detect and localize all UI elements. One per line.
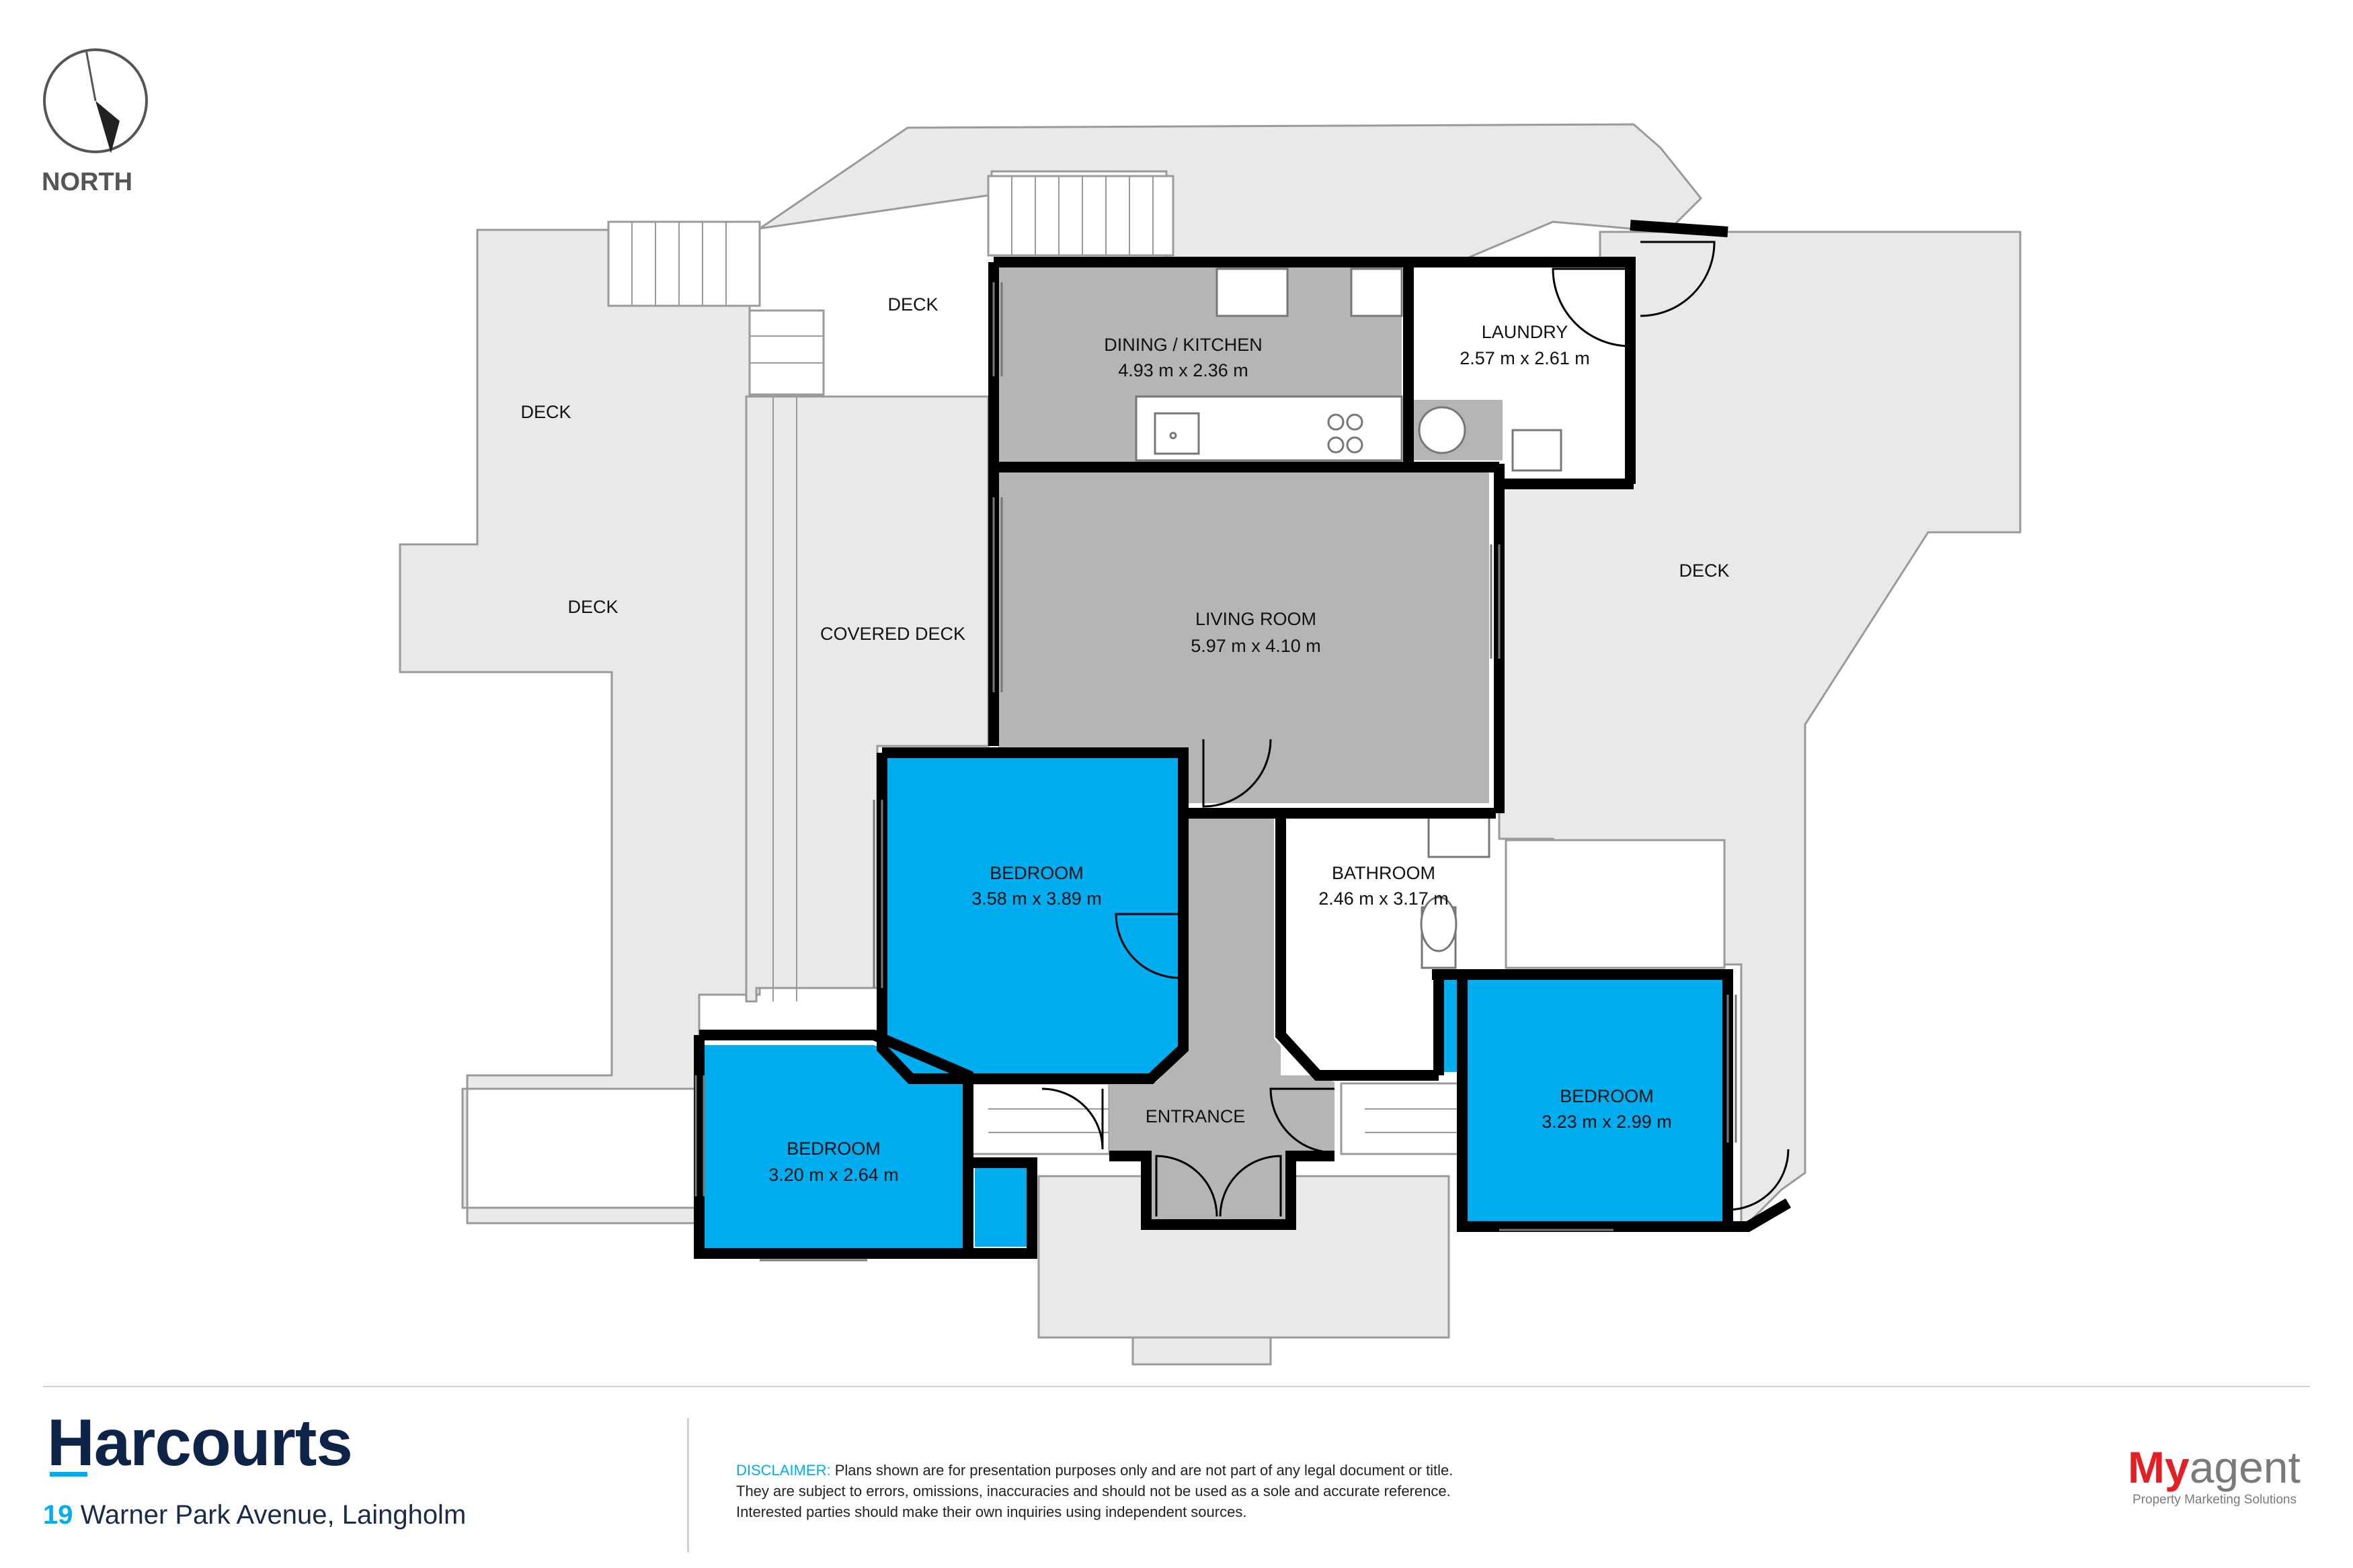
disclaimer-text-1: Plans shown are for presentation purpose… [830,1462,1453,1479]
label-deck-right: DECK [1679,561,1729,581]
deck-top [759,123,1703,260]
myagent-logo-my: My [2128,1442,2190,1492]
label-laundry: LAUNDRY [1482,322,1568,342]
size-bathroom: 2.46 m x 3.17 m [1318,889,1449,909]
myagent-tagline: Property Marketing Solutions [2132,1493,2297,1507]
myagent-logo: Myagent [2128,1445,2301,1489]
size-bedroom-3: 3.23 m x 2.99 m [1542,1112,1672,1132]
disclaimer-lead: DISCLAIMER: [736,1462,831,1479]
fill-bedroom-3-closet [1505,839,1726,969]
kitchen-fixtures [1135,267,1562,969]
label-bedroom-3: BEDROOM [1560,1086,1654,1106]
fill-bedroom-2-wardrobe [975,1163,1029,1247]
footer-divider [43,1386,2310,1387]
disclaimer-line-1: DISCLAIMER: Plans shown are for presenta… [736,1460,1610,1481]
fill-bedroom-3 [1462,975,1724,1227]
harcourts-logo-accent [50,1472,87,1477]
label-living-room: LIVING ROOM [1195,609,1316,629]
disclaimer-line-2: They are subject to errors, omissions, i… [736,1483,1451,1499]
stairs [607,175,1460,1155]
label-covered-deck: COVERED DECK [820,624,965,644]
size-bedroom-1: 3.58 m x 3.89 m [971,889,1102,909]
footer-separator [687,1418,689,1553]
stair-treads [631,176,1459,1133]
disclaimer: DISCLAIMER: Plans shown are for presenta… [736,1460,1610,1522]
label-bathroom: BATHROOM [1332,863,1435,883]
windows [694,282,1737,1262]
north-label: NORTH [42,168,133,196]
compass-arrow-icon [95,101,120,153]
deck-areas [399,123,2022,1366]
size-bedroom-2: 3.20 m x 2.64 m [768,1165,899,1185]
label-bedroom-2: BEDROOM [787,1139,881,1159]
size-living-room: 5.97 m x 4.10 m [1191,636,1321,656]
fill-bedroom-1 [882,753,1180,1075]
size-dining-kitchen: 4.93 m x 2.36 m [1118,360,1248,380]
label-entrance: ENTRANCE [1146,1106,1246,1126]
myagent-logo-agent: agent [2189,1442,2301,1492]
label-dining-kitchen: DINING / KITCHEN [1104,335,1263,355]
fill-bedroom-1-wardrobe [1066,756,1180,807]
harcourts-logo: Harcourts [47,1405,353,1479]
porch-step [1131,1336,1272,1366]
size-laundry: 2.57 m x 2.61 m [1460,348,1590,368]
label-deck-left-lower: DECK [567,597,618,617]
label-bedroom-1: BEDROOM [990,863,1084,883]
address-number: 19 [43,1500,73,1530]
disclaimer-line-3: Interested parties should make their own… [736,1503,1247,1520]
room-labels: DECK DECK DECK COVERED DECK DECK DINING … [520,294,1729,1185]
address-street: Warner Park Avenue, Laingholm [73,1500,467,1530]
label-deck-left-upper: DECK [520,402,571,422]
label-deck-top: DECK [887,294,938,315]
fill-bedroom-2 [705,1045,968,1250]
doors [1041,241,1790,1217]
property-address: 19 Warner Park Avenue, Laingholm [43,1500,466,1530]
north-compass [43,48,148,153]
